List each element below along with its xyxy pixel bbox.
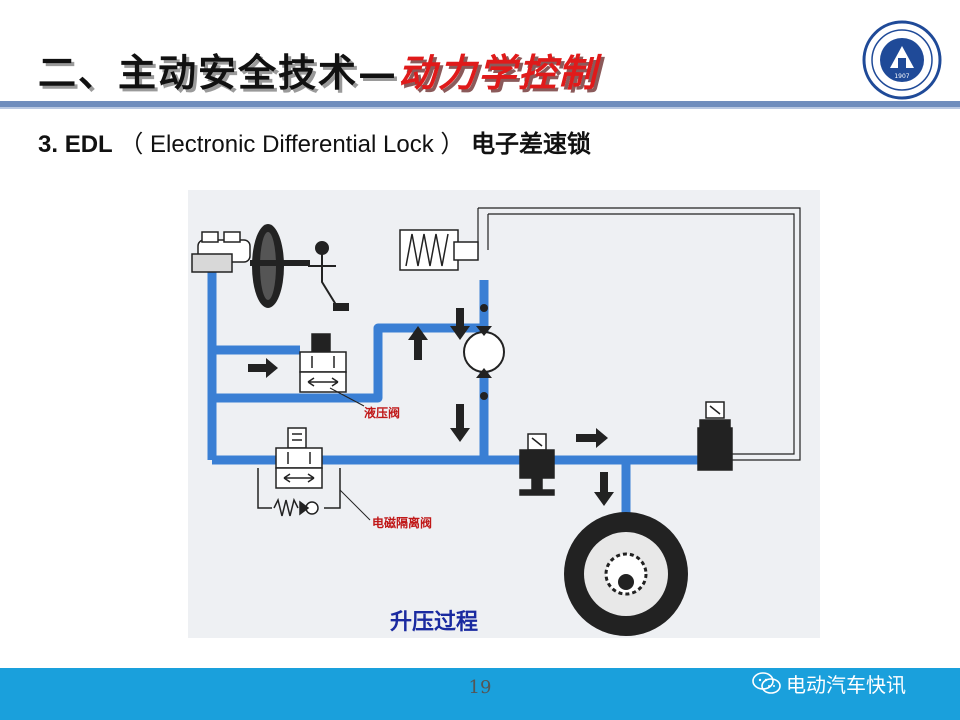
arrow-down-3 — [594, 472, 614, 506]
section-heading: 3. EDL （ Electronic Differential Lock ） … — [38, 124, 591, 159]
brand-watermark: 电动汽车快讯 — [752, 668, 906, 698]
label-hydraulic-valve: 液压阀 — [364, 406, 401, 420]
title-main: 二、主动安全技术— — [38, 49, 399, 95]
slide-title: 二、主动安全技术— 动力学控制 — [38, 44, 599, 95]
diagram-caption: 升压过程 — [390, 610, 479, 635]
header-divider — [0, 101, 960, 107]
university-logo: 1907 — [862, 20, 942, 100]
master-cylinder — [191, 231, 251, 273]
title-sub: 动力学控制 — [398, 49, 599, 95]
inlet-valve — [519, 433, 555, 496]
logo-year: 1907 — [894, 73, 909, 80]
section-cn-name: 电子差速锁 — [471, 131, 592, 158]
header-divider-light — [0, 107, 960, 109]
hydraulic-valve — [299, 333, 347, 393]
section-fullname: （ Electronic Differential Lock ） — [119, 131, 465, 158]
brake-pedal — [308, 241, 349, 311]
wheel — [564, 512, 688, 636]
return-pump — [463, 304, 505, 400]
hv-outlet-line — [212, 323, 484, 403]
label-solenoid-isolation-valve: 电磁隔离阀 — [372, 516, 433, 530]
wechat-icon — [752, 672, 781, 694]
brake-booster — [250, 224, 310, 308]
flow-arrows — [248, 308, 614, 506]
label-leaders — [329, 387, 371, 521]
arrow-right-1 — [248, 358, 278, 378]
solenoid-isolation-valve — [257, 427, 341, 517]
edl-hydraulic-diagram — [188, 190, 820, 638]
arrow-down-1 — [450, 308, 470, 340]
page-number: 19 — [468, 677, 492, 698]
arrow-up-1 — [408, 326, 428, 360]
section-number: 3. — [38, 131, 59, 158]
arrow-down-2 — [450, 404, 470, 442]
accumulator — [399, 229, 479, 271]
footer-bar — [0, 668, 960, 720]
section-abbr: EDL — [64, 131, 113, 158]
brand-name: 电动汽车快讯 — [786, 672, 906, 697]
arrow-right-2 — [576, 428, 608, 448]
outlet-valve — [697, 401, 733, 471]
